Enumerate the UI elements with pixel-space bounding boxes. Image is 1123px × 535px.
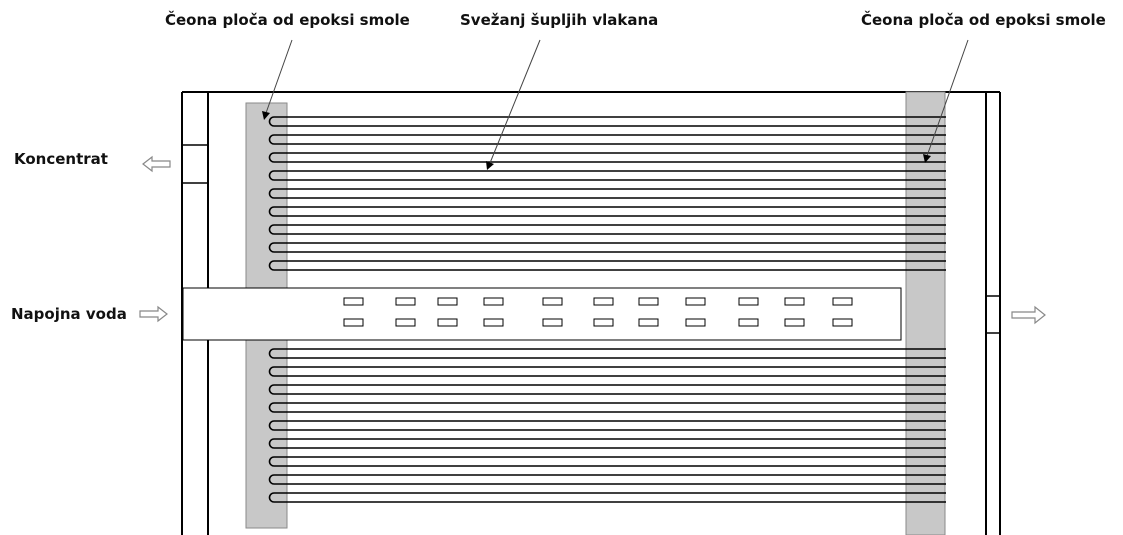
upper-fiber-loop: [268, 188, 946, 199]
hollow-fiber-bundle: [268, 116, 946, 503]
feed-arrow: [139, 305, 168, 323]
lower-fiber-loop: [268, 402, 946, 413]
upper-fiber-loop: [268, 152, 946, 163]
upper-fiber-loop: [268, 134, 946, 145]
left-hollow-arrow-icon: [142, 155, 171, 173]
distributor-slot: [395, 318, 416, 327]
lower-fiber-loop: [268, 384, 946, 395]
right-epoxy-end-plate: [905, 91, 946, 535]
distributor-slot: [437, 318, 458, 327]
lower-fiber-loop: [268, 492, 946, 503]
leader-lines: [262, 39, 969, 170]
distributor-slot: [784, 318, 805, 327]
upper-fiber-loop: [268, 224, 946, 235]
distributor-slot: [437, 297, 458, 306]
feed-distributor-tube: [182, 287, 902, 341]
upper-fiber-loop: [268, 206, 946, 217]
distributor-slot: [542, 297, 563, 306]
leader-right-plate-head: [923, 154, 931, 163]
distributor-slot: [483, 318, 504, 327]
lower-fiber-loop: [268, 366, 946, 377]
lower-fiber-loop: [268, 474, 946, 485]
label-end-plate-left: Čeona ploča od epoksi smole: [165, 11, 410, 29]
distributor-slot: [638, 318, 659, 327]
label-end-plate-right: Čeona ploča od epoksi smole: [861, 11, 1106, 29]
permeate-arrow: [1011, 305, 1046, 325]
leader-left-plate: [265, 39, 293, 114]
distributor-slot: [784, 297, 805, 306]
distributor-slot: [343, 297, 364, 306]
lower-fiber-loop: [268, 438, 946, 449]
distributor-slot: [738, 297, 759, 306]
distributor-slot: [738, 318, 759, 327]
distributor-slot: [832, 318, 853, 327]
distributor-slot: [542, 318, 563, 327]
distributor-slot: [593, 318, 614, 327]
label-feed-water: Napojna voda: [11, 305, 127, 323]
lower-fiber-loop: [268, 420, 946, 431]
distributor-slot: [832, 297, 853, 306]
distributor-slot: [343, 318, 364, 327]
leader-right-plate: [926, 39, 969, 157]
label-fiber-bundle: Svežanj šupljih vlakana: [460, 11, 659, 29]
leader-fiber-bundle-head: [486, 161, 494, 170]
upper-fiber-loop: [268, 242, 946, 253]
distributor-slot: [395, 297, 416, 306]
label-concentrate: Koncentrat: [14, 150, 108, 168]
lower-fiber-loop: [268, 456, 946, 467]
leader-fiber-bundle: [489, 39, 541, 164]
upper-fiber-loop: [268, 260, 946, 271]
leader-left-plate-head: [262, 111, 270, 120]
distributor-slot: [593, 297, 614, 306]
concentrate-arrow: [142, 155, 171, 173]
upper-fiber-loop: [268, 170, 946, 181]
right-hollow-arrow-icon: [139, 305, 1046, 325]
distributor-slot: [483, 297, 504, 306]
upper-fiber-loop: [268, 116, 946, 127]
distributor-slot: [685, 318, 706, 327]
lower-fiber-loop: [268, 348, 946, 359]
distributor-slots: [343, 297, 853, 327]
distributor-slot: [638, 297, 659, 306]
distributor-slot: [685, 297, 706, 306]
